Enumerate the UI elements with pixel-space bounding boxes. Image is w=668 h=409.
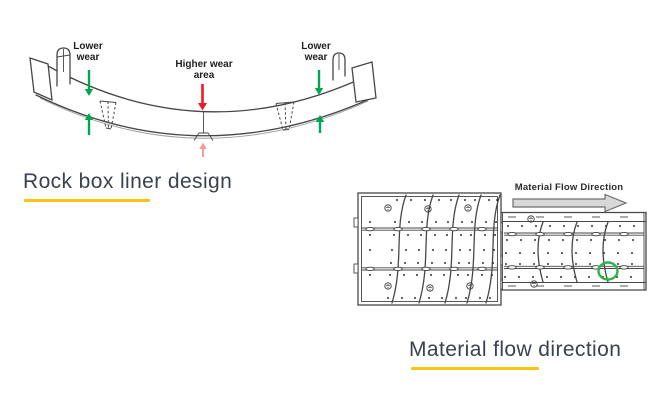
right-panel-slots xyxy=(507,231,629,270)
left-wear-block-detail xyxy=(99,100,117,130)
left-panel-slots xyxy=(365,226,487,272)
right-pin xyxy=(332,52,346,81)
green-down-arrow-left xyxy=(84,70,94,96)
higher-wear-label: Higher wear area xyxy=(175,59,233,81)
right-panel-bolt-symbols xyxy=(527,215,538,288)
red-down-arrow-center xyxy=(198,84,207,111)
centre-seam-detail xyxy=(193,112,214,141)
green-up-arrow-left xyxy=(84,113,94,135)
flange-band-marks xyxy=(508,216,628,287)
material-flow-arrow-label: Material Flow Direction xyxy=(514,182,624,193)
lower-wear-label-left: Lower wear xyxy=(73,41,103,63)
left-panel-curved-joints xyxy=(391,194,501,304)
rock-box-title-underline xyxy=(24,199,150,202)
left-panel-bolt-symbols xyxy=(384,204,474,292)
lower-wear-label-right: Lower wear xyxy=(301,41,331,63)
material-flow-arrow-icon xyxy=(512,193,628,213)
rock-box-title: Rock box liner design xyxy=(23,170,233,193)
rock-box-liner-drawing xyxy=(29,47,377,157)
right-panel-bolt-dots xyxy=(504,225,635,278)
left-pin xyxy=(56,47,71,87)
left-end-plate xyxy=(29,57,53,102)
right-end-plate xyxy=(351,61,377,103)
left-liner-panel-drawing xyxy=(353,192,506,306)
material-flow-title: Material flow direction xyxy=(409,338,622,361)
left-panel-bolt-dots xyxy=(369,199,498,299)
material-flow-title-underline xyxy=(411,367,539,370)
material-flow-drawing xyxy=(353,192,647,306)
highlight-circle-icon xyxy=(597,261,619,281)
pink-up-arrow-center xyxy=(199,142,207,157)
right-liner-panel-drawing xyxy=(501,211,647,291)
right-wear-block-detail xyxy=(275,101,295,131)
green-up-arrow-right xyxy=(315,115,325,133)
green-down-arrow-right xyxy=(314,70,324,95)
